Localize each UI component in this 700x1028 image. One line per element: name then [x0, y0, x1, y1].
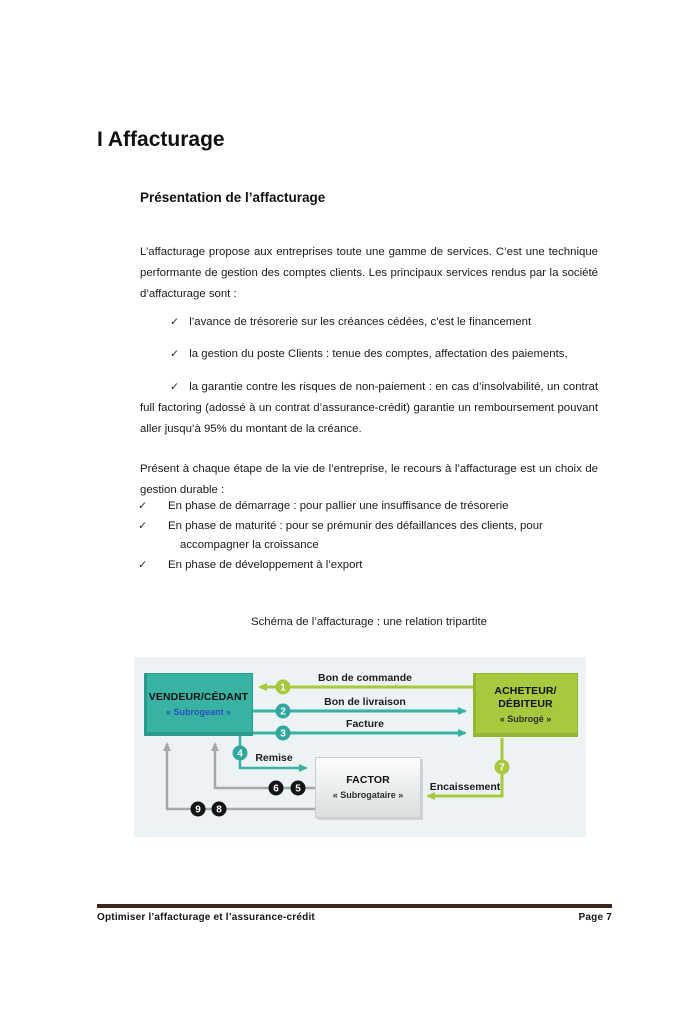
- step-badge-9: 9: [190, 801, 206, 817]
- service-item: ✓ l’avance de trésorerie sur les créances…: [140, 312, 598, 333]
- step-badge-2: 2: [275, 703, 291, 719]
- diagram-caption: Schéma de l’affacturage : une relation t…: [251, 616, 487, 628]
- service-item-text: l’avance de trésorerie sur les créances …: [189, 316, 532, 328]
- buyer-box: ACHETEUR/ DÉBITEUR « Subrogé »: [473, 673, 578, 737]
- arrow-steps-8-9: [163, 742, 315, 811]
- svg-text:9: 9: [195, 805, 201, 816]
- svg-text:4: 4: [237, 749, 243, 760]
- factor-title: FACTOR: [346, 773, 390, 786]
- service-item-text: la garantie contre les risques de non-pa…: [140, 381, 598, 435]
- buyer-title-line2: DÉBITEUR: [498, 697, 553, 710]
- label-remise: Remise: [255, 752, 293, 764]
- step-badge-8: 8: [211, 801, 227, 817]
- diagram-arrows-layer: Bon de commande Bon de livraison Facture…: [163, 672, 510, 817]
- vendor-title: VENDEUR/CÉDANT: [148, 690, 249, 703]
- factoring-diagram: Bon de commande Bon de livraison Facture…: [134, 657, 586, 837]
- arrow-encaissement: [426, 738, 504, 800]
- checkmark-icon: ✓: [170, 381, 180, 393]
- checkmark-icon: ✓: [170, 348, 180, 360]
- vendor-box: VENDEUR/CÉDANT « Subrogeant »: [144, 673, 253, 736]
- phase-item-text: En phase de développement à l’export: [168, 558, 363, 571]
- svg-text:8: 8: [216, 805, 222, 816]
- step-badge-1: 1: [275, 679, 291, 695]
- intro-paragraph: L’affacturage propose aux entreprises to…: [140, 246, 598, 300]
- label-bon-de-livraison: Bon de livraison: [324, 696, 406, 708]
- footer-document-title: Optimiser l’affacturage et l’assurance-c…: [97, 912, 315, 923]
- footer-page-number: Page 7: [578, 912, 612, 923]
- phase-item-text: En phase de démarrage : pour pallier une…: [168, 500, 509, 512]
- step-badge-4: 4: [232, 745, 248, 761]
- buyer-subtitle: « Subrogé »: [499, 714, 552, 724]
- phase-item: ✓En phase de développement à l’export: [138, 558, 363, 571]
- label-bon-de-commande: Bon de commande: [318, 672, 412, 684]
- phase-item: ✓En phase de maturité : pour se prémunir…: [138, 519, 543, 552]
- phase-list: ✓En phase de démarrage : pour pallier un…: [138, 497, 602, 575]
- phase-item-text: En phase de maturité : pour se prémunir …: [168, 519, 543, 552]
- service-item: ✓la garantie contre les risques de non-p…: [140, 377, 598, 440]
- page-title: I Affacturage: [97, 128, 225, 151]
- step-badge-3: 3: [275, 725, 291, 741]
- step-badge-6: 6: [268, 780, 284, 796]
- phase-item: ✓En phase de démarrage : pour pallier un…: [138, 500, 509, 512]
- footer-divider: [97, 904, 612, 908]
- page-footer: Optimiser l’affacturage et l’assurance-c…: [97, 904, 612, 923]
- buyer-title-line1: ACHETEUR/: [494, 684, 557, 697]
- svg-text:5: 5: [295, 784, 301, 795]
- label-facture: Facture: [346, 718, 384, 730]
- checkmark-icon: ✓: [170, 316, 180, 328]
- svg-text:3: 3: [280, 729, 286, 740]
- service-item: ✓ la gestion du poste Clients : tenue des…: [140, 344, 598, 365]
- factor-box: FACTOR « Subrogataire »: [315, 757, 421, 818]
- service-item-text: la gestion du poste Clients : tenue des …: [189, 348, 568, 360]
- factor-subtitle: « Subrogataire »: [332, 789, 404, 800]
- vendor-subtitle: « Subrogeant »: [165, 706, 231, 717]
- svg-text:6: 6: [273, 784, 279, 795]
- section-heading: Présentation de l’affacturage: [140, 190, 326, 205]
- step-badge-7: 7: [494, 759, 510, 775]
- label-encaissement: Encaissement: [430, 781, 501, 793]
- svg-text:1: 1: [280, 683, 286, 694]
- svg-text:7: 7: [499, 763, 505, 774]
- svg-text:2: 2: [280, 707, 286, 718]
- durable-paragraph: Présent à chaque étape de la vie de l’en…: [140, 463, 598, 496]
- step-badge-5: 5: [290, 780, 306, 796]
